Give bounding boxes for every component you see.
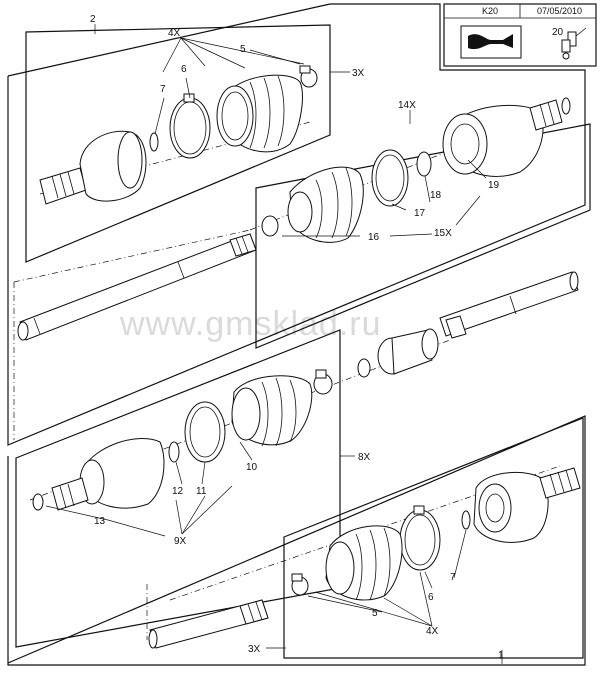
callout-6-bottom: 6 [428,592,434,603]
boot-5-bottom [325,525,403,601]
callout-4x-bottom: 4X [426,626,439,637]
callout-4x-top: 4X [168,28,181,39]
callout-11: 11 [196,486,207,497]
small-clamp-top [299,65,318,88]
callout-labels: 2 4X 5 3X 6 7 14X 18 19 17 15X 16 8X 10 … [90,14,504,661]
callout-1: 1 [498,650,504,661]
callout-7-bottom: 7 [450,572,456,583]
callout-9x: 9X [174,536,187,547]
clip-16-upper [261,215,279,237]
callout-18: 18 [430,190,442,201]
small-clamp-bottom [291,573,309,596]
small-clamp-8x [313,369,333,395]
boot-5-top [216,74,303,153]
clip-7-bottom [461,510,471,530]
header-box: K20 07/05/2010 20 [443,3,597,67]
callout-15x: 15X [434,228,452,239]
manual-book-wrench-icon [460,25,522,59]
band-clamp-11 [184,401,226,463]
callout-3x-top: 3X [352,68,365,79]
callout-7-top: 7 [160,84,166,95]
clip-13 [32,493,44,511]
inner-boot-8x [231,375,313,447]
clip-12 [168,441,180,463]
callout-2: 2 [90,14,96,25]
band-clamp-6-bottom [399,505,441,571]
grease-gun-icon [561,27,587,60]
callout-12: 12 [172,486,184,497]
callout-10: 10 [246,462,258,473]
callout-14x: 14X [398,100,416,111]
callout-19: 19 [488,180,500,191]
middle-drive-shaft [439,271,579,339]
outer-cv-joint-top [39,130,147,205]
band-clamp-17 [371,149,409,207]
callout-5-top: 5 [240,44,246,55]
header-code: K20 [482,6,498,16]
callout-17: 17 [414,208,426,219]
callout-3x-bottom: 3X [248,644,261,655]
band-clamp-6-top [169,93,211,159]
upper-drive-shaft [17,233,257,341]
lower-drive-shaft [148,599,269,649]
outer-cv-joint-bottom [473,467,581,543]
clip-7-top [149,132,159,152]
header-quantity: 20 [552,27,564,38]
inner-boot-upper [287,166,364,243]
tripod-joint-19 [442,97,571,177]
callout-8x: 8X [358,452,371,463]
callout-13: 13 [94,516,106,527]
leader-lines [45,24,503,664]
callout-6-top: 6 [181,64,187,75]
header-date: 07/05/2010 [537,6,582,16]
damper-weight [377,328,439,375]
clip-18 [416,151,432,177]
small-clip-middle [357,358,371,378]
inner-tripod-housing [51,438,165,511]
callout-5-bottom: 5 [372,608,378,619]
watermark: www.gmsklad.ru [119,305,382,343]
callout-16: 16 [368,232,380,243]
